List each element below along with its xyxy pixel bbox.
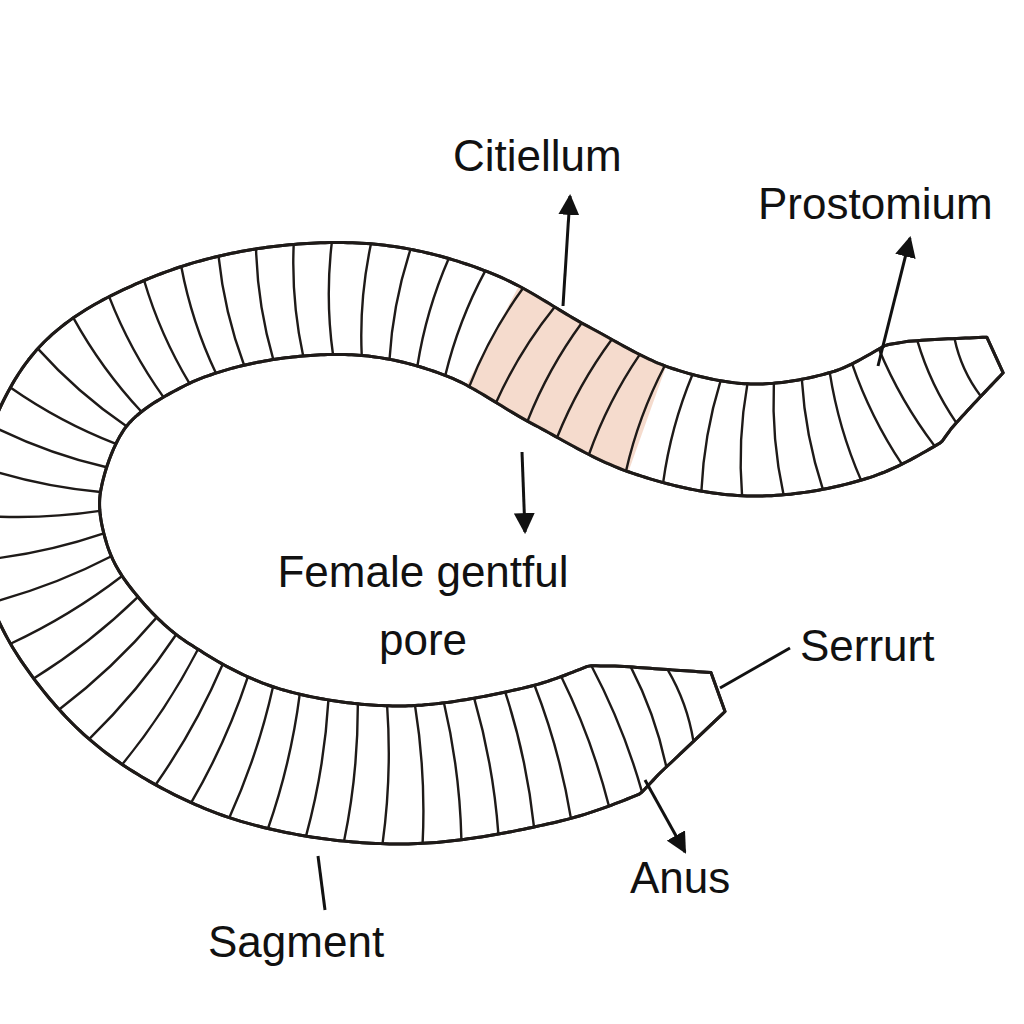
segment-ring [557, 339, 612, 437]
segment-ring [701, 381, 720, 491]
leader-line [318, 856, 325, 910]
segment-ring [474, 698, 498, 834]
segment-ring [852, 364, 902, 464]
segment-ring [773, 383, 783, 495]
segment-ring [445, 271, 485, 376]
part-label: Anus [630, 852, 730, 905]
part-label: Sagment [208, 916, 384, 969]
segment-ring [527, 323, 581, 421]
segment-ring [219, 256, 245, 365]
segment-ring [229, 687, 273, 818]
part-label: Prostomium [758, 178, 993, 231]
segment-ring [390, 249, 411, 359]
segment-ring [144, 280, 189, 383]
segment-ring [122, 649, 198, 764]
segment-ring [741, 384, 748, 496]
worm-outline [0, 243, 1003, 844]
segment-ring [591, 666, 642, 792]
segment-ring [256, 249, 273, 360]
segment-ring [268, 694, 300, 828]
segment-ring [496, 307, 555, 402]
part-label: Serrurt [800, 620, 934, 673]
segment-ring [417, 259, 448, 367]
leader-line [522, 452, 525, 532]
segment-ring [626, 366, 665, 471]
segment-ring [415, 706, 423, 844]
segment-ring [631, 667, 667, 767]
segment-ring [879, 349, 935, 446]
segment-ring [329, 243, 333, 355]
segment-ring [0, 533, 104, 560]
segment-ring [59, 617, 157, 709]
segment-ring [344, 704, 358, 841]
leader-line [878, 238, 910, 366]
segment-ring [469, 288, 523, 386]
part-label: Citiellum [453, 130, 622, 183]
segment-ring [589, 355, 640, 455]
segment-ring [89, 635, 176, 740]
segment-ring [955, 339, 981, 397]
segment-ring [830, 373, 861, 481]
segment-ring [0, 426, 107, 467]
part-label: Female gentful pore [228, 538, 618, 674]
segment-ring [156, 664, 223, 785]
segment-ring [444, 703, 461, 840]
leader-line [563, 196, 570, 306]
segment-ring [917, 341, 956, 423]
leader-line [645, 780, 685, 852]
segment-ring [38, 349, 127, 427]
segment-ring [802, 379, 823, 489]
worm-body [0, 243, 1003, 844]
segment-ring [663, 375, 692, 483]
segment-ring [73, 318, 141, 412]
segment-ring [10, 387, 116, 443]
segment-ring [0, 467, 100, 492]
segment-ring [10, 576, 122, 644]
segment-ring [383, 706, 389, 844]
segment-ring [505, 692, 534, 827]
segment-ring [293, 244, 303, 356]
segment-ring [181, 267, 216, 374]
segment-ring [0, 511, 100, 517]
segment-ring [306, 700, 328, 836]
segment-ring [361, 244, 371, 356]
segment-ring [561, 677, 609, 806]
segment-ring [668, 670, 694, 742]
segment-ring [34, 597, 138, 679]
segment-ring [191, 677, 248, 803]
leader-line [720, 648, 790, 688]
segment-ring [535, 685, 571, 818]
